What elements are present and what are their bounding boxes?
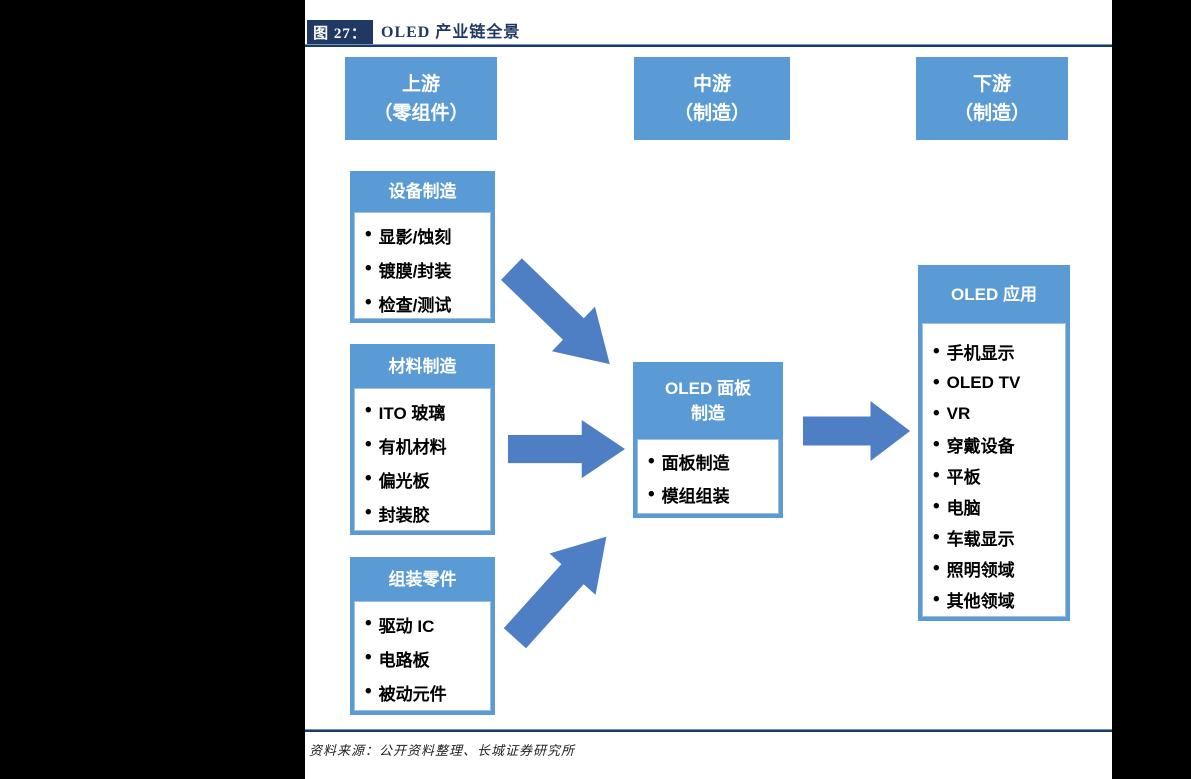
document-page: 图 27： OLED 产业链全景 上游 （零组件） 中游 （制造） 下游 （制造… [305, 0, 1112, 779]
list-item: 检查/测试 [365, 286, 488, 320]
card-oled-panel-title: OLED 面板 制造 [633, 362, 783, 439]
figure-label: 图 27： [307, 20, 373, 45]
list-item: 车载显示 [933, 522, 1063, 553]
source-note: 资料来源：公开资料整理、长城证券研究所 [309, 743, 576, 758]
card-oled-panel: OLED 面板 制造 面板制造 模组组装 [633, 362, 783, 518]
list-item: 面板制造 [648, 445, 776, 478]
list-item: 镀膜/封装 [365, 252, 488, 286]
list-item: 手机显示 [933, 336, 1063, 367]
card-assembly-title: 组装零件 [388, 569, 457, 589]
title-divider [305, 44, 1112, 47]
card-materials-body: ITO 玻璃 有机材料 偏光板 封装胶 [354, 388, 491, 531]
list-item: 电脑 [933, 491, 1063, 522]
list-item: 显影/蚀刻 [365, 218, 488, 252]
list-item: 驱动 IC [365, 607, 488, 641]
block-arrow-right-icon [508, 419, 626, 479]
list-item: 穿戴设备 [933, 429, 1063, 460]
stage-line: 上游 [401, 73, 440, 95]
card-materials-title: 材料制造 [388, 356, 457, 376]
stage-line: 中游 [692, 73, 731, 95]
stage-line: （制造） [673, 102, 750, 124]
card-equipment-title: 设备制造 [388, 182, 457, 201]
list-item: 模组组装 [648, 478, 776, 511]
list-item: 其他领域 [933, 584, 1063, 615]
card-oled-panel-body: 面板制造 模组组装 [637, 439, 779, 514]
card-equipment: 设备制造 显影/蚀刻 镀膜/封装 检查/测试 [350, 171, 495, 323]
stage-box-downstream: 下游 （制造） [916, 57, 1068, 140]
card-oled-applications-body: 手机显示 OLED TV VR 穿戴设备 平板 电脑 车载显示 照明领域 其他领… [922, 323, 1066, 617]
stage-line: （制造） [953, 102, 1030, 124]
list-item: 电路板 [365, 641, 488, 675]
card-oled-applications-title: OLED 应用 [951, 284, 1037, 304]
list-item: 封装胶 [365, 496, 488, 530]
card-assembly: 组装零件 驱动 IC 电路板 被动元件 [350, 557, 495, 715]
list-item: OLED TV [933, 367, 1063, 398]
list-item: 偏光板 [365, 462, 488, 496]
list-item: 照明领域 [933, 553, 1063, 584]
list-item: VR [933, 398, 1063, 429]
figure-title: OLED 产业链全景 [381, 24, 521, 41]
card-equipment-body: 显影/蚀刻 镀膜/封装 检查/测试 [354, 212, 491, 319]
card-title-line: OLED 面板 [665, 378, 751, 398]
stage-box-midstream: 中游 （制造） [634, 57, 790, 140]
card-assembly-body: 驱动 IC 电路板 被动元件 [354, 601, 491, 711]
card-oled-applications: OLED 应用 手机显示 OLED TV VR 穿戴设备 平板 电脑 车载显示 … [918, 265, 1070, 621]
card-title-line: 制造 [691, 403, 725, 423]
list-item: ITO 玻璃 [365, 394, 488, 428]
footer-divider [305, 729, 1112, 732]
stage-line: （零组件） [373, 102, 469, 124]
stage-box-upstream: 上游 （零组件） [345, 57, 497, 140]
block-arrow-up-right-icon [491, 514, 631, 659]
stage-line: 下游 [972, 73, 1011, 95]
block-arrow-right-icon [803, 400, 911, 462]
block-arrow-down-right-icon [489, 246, 633, 388]
card-materials: 材料制造 ITO 玻璃 有机材料 偏光板 封装胶 [350, 344, 495, 535]
list-item: 平板 [933, 460, 1063, 491]
list-item: 被动元件 [365, 675, 488, 709]
list-item: 有机材料 [365, 428, 488, 462]
